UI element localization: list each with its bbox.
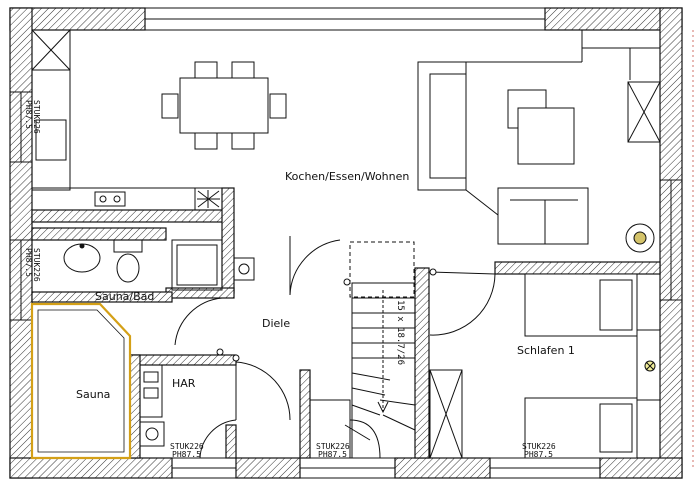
room-label-utility: HAR xyxy=(172,377,196,390)
room-label-kitchen-living: Kochen/Essen/Wohnen xyxy=(285,170,409,183)
window-label-bottom-1-a: STUK226 xyxy=(170,442,204,451)
window-label-left-lower-a: STUK226 xyxy=(32,248,41,282)
staircase xyxy=(309,241,463,459)
utility-fixtures xyxy=(139,364,165,447)
window-label-bottom-3-b: PH87.5 xyxy=(524,450,553,459)
room-label-bedroom: Schlafen 1 xyxy=(517,344,575,357)
window-label-bottom-3-a: STUK226 xyxy=(522,442,556,451)
window-top xyxy=(144,7,546,31)
bath-fixtures xyxy=(63,239,255,291)
sauna-cabin xyxy=(30,302,132,460)
living-furniture xyxy=(417,29,661,253)
doors xyxy=(174,236,496,459)
window-label-left-upper-a: STUK226 xyxy=(32,100,41,134)
dining-table xyxy=(161,61,287,150)
window-label-bottom-2-a: STUK226 xyxy=(316,442,350,451)
kitchen-counter xyxy=(31,29,223,211)
window-label-left-upper-b: PH87.5 xyxy=(24,100,33,129)
room-label-sauna-bath: Sauna/Bad xyxy=(95,290,154,303)
interior-walls xyxy=(31,187,661,459)
window-label-left-lower-b: PH87.5 xyxy=(24,248,33,277)
window-bottom xyxy=(171,457,601,479)
window-left xyxy=(9,91,33,321)
room-label-hall: Diele xyxy=(262,317,290,330)
room-label-sauna: Sauna xyxy=(76,388,110,401)
window-right xyxy=(659,179,683,301)
stair-spec-label: 15 x 18.7/26 xyxy=(395,300,405,365)
window-label-bottom-2-b: PH87.5 xyxy=(318,450,347,459)
window-label-bottom-1-b: PH87.5 xyxy=(172,450,201,459)
bedroom-furniture xyxy=(524,273,661,459)
